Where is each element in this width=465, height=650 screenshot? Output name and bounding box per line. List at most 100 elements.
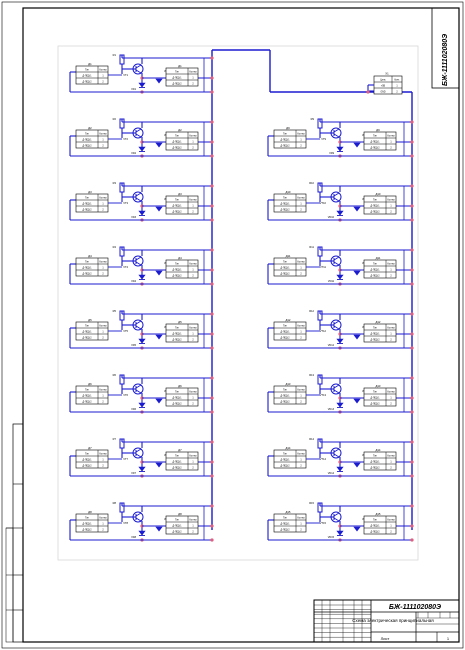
junction-node bbox=[210, 376, 214, 380]
label-text: Тип bbox=[283, 325, 288, 327]
label-text: VT14 bbox=[320, 457, 327, 461]
junction-node bbox=[210, 440, 214, 444]
label-text: VT12 bbox=[320, 329, 327, 333]
label-text: Тип bbox=[85, 517, 90, 519]
label-text: Д3 bbox=[178, 192, 182, 196]
label-text: Тип bbox=[175, 199, 180, 201]
diode bbox=[336, 146, 344, 152]
junction-node bbox=[410, 440, 414, 444]
label-text: Тип bbox=[85, 133, 90, 135]
label-text: Д6 bbox=[178, 384, 182, 388]
diode bbox=[336, 402, 344, 408]
diode bbox=[138, 274, 146, 280]
label-text: VT7 bbox=[123, 457, 128, 461]
label-text: 2 bbox=[102, 209, 104, 211]
label-text: Д4 bbox=[88, 254, 92, 258]
junction-node bbox=[210, 218, 214, 222]
label-text: Тип bbox=[175, 263, 180, 265]
junction-node bbox=[410, 396, 414, 400]
junction-node bbox=[210, 346, 214, 350]
junction-node bbox=[210, 410, 214, 414]
label-text: Тип bbox=[85, 325, 90, 327]
wire bbox=[333, 389, 340, 394]
label-text: Д13 bbox=[375, 384, 380, 388]
label-text: Д-ЛЕД-1 bbox=[83, 267, 93, 269]
label-text: 1 bbox=[102, 395, 104, 397]
label-text: Д-ЛЕД-2 bbox=[83, 337, 93, 339]
label-text: Кол-во bbox=[297, 133, 305, 135]
junction-node bbox=[210, 140, 214, 144]
label-text: R11 bbox=[309, 245, 314, 249]
label-text: Д-ЛЕД-2 bbox=[371, 275, 381, 277]
label-text: 1 bbox=[300, 395, 302, 397]
junction-node bbox=[210, 90, 214, 94]
label-text: Д-ЛЕД-2 bbox=[173, 531, 183, 533]
label-text: Д-ЛЕД-1 bbox=[371, 141, 381, 143]
junction-node bbox=[210, 460, 214, 464]
junction-node bbox=[410, 376, 414, 380]
label-text: 1 bbox=[102, 523, 104, 525]
label-text: Д-ЛЕД-1 bbox=[173, 77, 183, 79]
wire bbox=[135, 261, 142, 266]
label-text: 1 bbox=[192, 333, 194, 335]
label-text: VD9 bbox=[329, 152, 334, 155]
label-text: Тип bbox=[373, 263, 378, 265]
label-text: Д-ЛЕД-2 bbox=[83, 209, 93, 211]
label-text: R8 bbox=[113, 501, 117, 505]
label-text: 1 bbox=[300, 331, 302, 333]
junction-node bbox=[210, 474, 214, 478]
junction-node bbox=[410, 184, 414, 188]
junction-node bbox=[210, 56, 214, 60]
label-text: R3 bbox=[113, 181, 117, 185]
junction-node bbox=[410, 218, 414, 222]
label-text: Кол-во bbox=[99, 261, 107, 263]
label-text: Тип bbox=[175, 391, 180, 393]
diode bbox=[155, 78, 163, 84]
label-text: 2 bbox=[192, 531, 194, 533]
label-text: 2 bbox=[390, 339, 392, 341]
label-text: 1 bbox=[390, 269, 392, 271]
channel-cell: R6VT6VD6VD22Д6ТипКол-воД-ЛЕД-11Д-ЛЕД-22Д… bbox=[69, 373, 214, 414]
label-text: 2 bbox=[102, 465, 104, 467]
diode bbox=[353, 334, 361, 340]
label-text: Д12 bbox=[375, 320, 380, 324]
label-text: R7 bbox=[113, 437, 117, 441]
table-frame bbox=[165, 515, 199, 535]
label-text: Кол-во bbox=[297, 453, 305, 455]
label-text: VD7 bbox=[131, 472, 136, 475]
label-text: Тип bbox=[175, 135, 180, 137]
label-text: VD11 bbox=[328, 280, 335, 283]
label-text: Тип bbox=[373, 391, 378, 393]
label-text: Д-ЛЕД-1 bbox=[173, 269, 183, 271]
label-text: Д-ЛЕД-2 bbox=[281, 145, 291, 147]
label-text: R12 bbox=[309, 309, 314, 313]
wire bbox=[135, 512, 142, 517]
label-text: 2 bbox=[192, 275, 194, 277]
document-code: БЖ-111102080Э bbox=[389, 604, 441, 611]
table-frame bbox=[363, 259, 397, 279]
label-text: Д-ЛЕД-2 bbox=[371, 467, 381, 469]
label-text: Тип bbox=[85, 389, 90, 391]
wire bbox=[135, 325, 142, 330]
diode bbox=[353, 398, 361, 404]
label-text: Д-ЛЕД-1 bbox=[371, 525, 381, 527]
diode bbox=[138, 402, 146, 408]
wire bbox=[333, 261, 340, 266]
label-text: Кол-во bbox=[297, 325, 305, 327]
label-text: Д-ЛЕД-1 bbox=[281, 459, 291, 461]
label-text: Кол-во bbox=[189, 263, 197, 265]
label-text: Д-ЛЕД-2 bbox=[173, 275, 183, 277]
label-text: 2 bbox=[102, 273, 104, 275]
label-text: Тип bbox=[373, 519, 378, 521]
table-frame bbox=[363, 195, 397, 215]
